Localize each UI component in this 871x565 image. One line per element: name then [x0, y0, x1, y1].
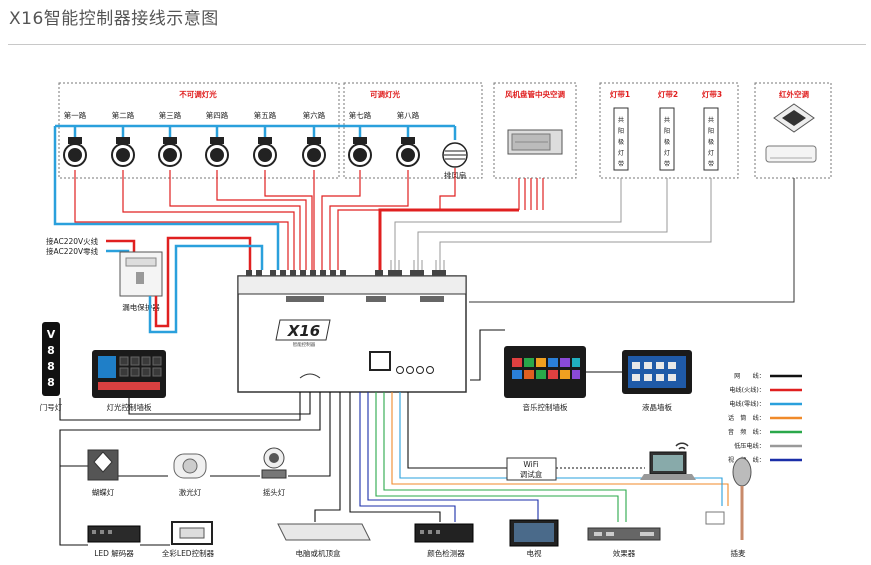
svg-text:8: 8 — [47, 376, 55, 389]
legend: 网 线： 电线(火线)： 电线(零线)： 话 筒 线： 音 频 线： 低压电线：… — [728, 372, 802, 464]
svg-text:电线(零线)：: 电线(零线)： — [729, 400, 765, 408]
light-strip-1: 共 阳 极 灯 带 — [613, 107, 629, 171]
light-strip-group-frame — [599, 82, 739, 179]
laser-light-icon — [173, 453, 207, 479]
light-strip-3: 共 阳 极 灯 带 — [703, 107, 719, 171]
svg-text:阳: 阳 — [664, 127, 670, 135]
svg-text:灯: 灯 — [618, 149, 624, 157]
svg-text:调试盒: 调试盒 — [520, 469, 543, 479]
light-control-panel — [92, 350, 166, 398]
wall-ac-icon — [765, 145, 817, 163]
led-decoder-icon — [87, 525, 141, 543]
controller-brand: X16 — [287, 322, 320, 340]
pc-box-label: 电脑或机顶盒 — [296, 548, 341, 558]
light-strip-2: 共 阳 极 灯 带 — [659, 107, 675, 171]
circuit-3-label: 第三路 — [159, 110, 182, 120]
dimmable-group-frame — [343, 82, 483, 179]
dimmable-title: 可调灯光 — [370, 89, 400, 99]
svg-text:话 筒 线：: 话 筒 线： — [728, 414, 765, 422]
led-decoder-label: LED 解码器 — [94, 548, 134, 558]
svg-text:网 线：: 网 线： — [734, 372, 765, 380]
laser-light-label: 激光灯 — [179, 487, 202, 497]
circuit-8-label: 第八路 — [397, 110, 420, 120]
infrared-ac-group-frame — [754, 82, 832, 179]
door-number-light: V 8 8 8 — [42, 322, 60, 396]
svg-text:阳: 阳 — [708, 127, 714, 135]
laptop-icon — [640, 451, 696, 480]
lcd-wall-panel — [622, 350, 692, 394]
butterfly-light-icon — [87, 449, 119, 481]
page-title: X16智能控制器接线示意图 — [9, 9, 219, 29]
butterfly-light-label: 蝴蝶灯 — [92, 487, 115, 497]
svg-text:V: V — [47, 328, 56, 341]
svg-text:阳: 阳 — [618, 127, 624, 135]
svg-text:低压电线：: 低压电线： — [734, 442, 765, 450]
svg-text:电线(火线)：: 电线(火线)： — [729, 386, 765, 394]
color-detector-icon — [414, 523, 474, 543]
microphone-label: 插麦 — [731, 548, 746, 558]
strip-1-title: 灯带1 — [610, 89, 630, 99]
breaker-label: 漏电保护器 — [122, 302, 160, 312]
svg-text:音 频 线：: 音 频 线： — [728, 428, 765, 436]
x16-controller: X16 智能控制器 — [237, 270, 467, 393]
led-controller-label: 全彩LED控制器 — [162, 548, 215, 558]
door-light-label: 门号灯 — [40, 402, 63, 412]
non-dimmable-group-frame — [58, 82, 340, 179]
svg-text:WiFi: WiFi — [523, 460, 538, 469]
music-panel-label: 音乐控制墙板 — [523, 402, 568, 412]
microphone-icon — [705, 457, 752, 540]
svg-text:共: 共 — [708, 116, 714, 124]
svg-text:8: 8 — [47, 344, 55, 357]
svg-text:灯: 灯 — [664, 149, 670, 157]
ceiling-ac-icon — [773, 103, 815, 133]
pc-box-icon — [277, 523, 371, 541]
controller-subtitle: 智能控制器 — [293, 341, 316, 348]
full-color-led-controller-icon — [171, 521, 213, 545]
svg-text:带: 带 — [708, 160, 714, 168]
neutral-wire-label: 接AC220V零线 — [46, 246, 99, 256]
non-dimmable-title: 不可调灯光 — [179, 89, 217, 99]
effector-icon — [587, 527, 661, 541]
svg-text:极: 极 — [618, 138, 624, 146]
fan-coil-ac-icon — [507, 129, 563, 155]
breaker-icon — [119, 251, 163, 297]
svg-text:共: 共 — [664, 116, 670, 124]
circuit-7-label: 第七路 — [349, 110, 372, 120]
circuit-5-label: 第五路 — [254, 110, 277, 120]
title-divider — [8, 44, 866, 45]
effector-label: 效果器 — [613, 548, 636, 558]
circuit-6-label: 第六路 — [303, 110, 326, 120]
svg-text:灯: 灯 — [708, 149, 714, 157]
tv-label: 电视 — [527, 548, 542, 558]
color-detector-label: 颜色检测器 — [427, 548, 465, 558]
lcd-panel-label: 液晶墙板 — [642, 402, 672, 412]
circuit-4-label: 第四路 — [206, 110, 229, 120]
tv-icon — [509, 519, 559, 547]
wifi-signal-icon — [675, 442, 689, 450]
moving-head-light-icon — [261, 447, 287, 479]
infrared-ac-title: 红外空调 — [779, 89, 809, 99]
svg-text:8: 8 — [47, 360, 55, 373]
fan-coil-title: 风机盘管中央空调 — [505, 89, 565, 99]
circuit-1-label: 第一路 — [64, 110, 87, 120]
svg-text:极: 极 — [708, 138, 714, 146]
svg-text:带: 带 — [664, 160, 670, 168]
music-control-panel — [504, 346, 586, 398]
strip-2-title: 灯带2 — [658, 89, 678, 99]
svg-text:带: 带 — [618, 160, 624, 168]
svg-text:共: 共 — [618, 116, 624, 124]
wifi-debug-box: WiFi 调试盒 — [506, 457, 557, 481]
spotlight-icons — [63, 137, 420, 167]
fan-coil-group-frame — [493, 82, 577, 179]
moving-head-label: 摇头灯 — [263, 487, 286, 497]
strip-3-title: 灯带3 — [702, 89, 722, 99]
circuit-2-label: 第二路 — [112, 110, 135, 120]
exhaust-fan-icon — [442, 142, 468, 168]
svg-text:极: 极 — [664, 138, 670, 146]
live-wire-label: 接AC220V火线 — [46, 236, 99, 246]
